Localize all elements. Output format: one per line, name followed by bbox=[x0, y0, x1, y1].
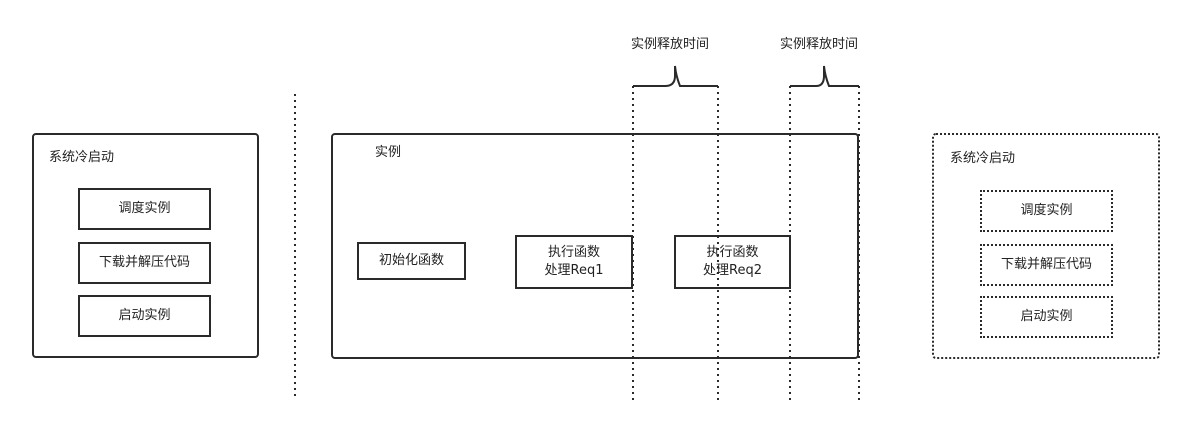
left-step-start: 启动实例 bbox=[78, 295, 211, 337]
release-1-brace bbox=[633, 65, 718, 87]
init-function-box: 初始化函数 bbox=[357, 242, 466, 280]
execute-req1-line2: 处理Req1 bbox=[544, 263, 604, 278]
right-cold-start-panel bbox=[932, 133, 1160, 359]
right-panel-title: 系统冷启动 bbox=[950, 151, 1016, 166]
right-step-start: 启动实例 bbox=[980, 296, 1113, 338]
left-panel-title: 系统冷启动 bbox=[49, 150, 115, 165]
left-cold-start-panel bbox=[32, 133, 259, 358]
right-step-schedule: 调度实例 bbox=[980, 190, 1113, 232]
release-label-1: 实例释放时间 bbox=[631, 37, 710, 52]
execute-req1-line1: 执行函数 bbox=[547, 245, 600, 260]
instance-panel-title: 实例 bbox=[375, 145, 402, 160]
execute-req2-line2: 处理Req2 bbox=[703, 263, 762, 278]
instance-panel bbox=[331, 133, 859, 359]
execute-req1-box: 执行函数 处理Req1 bbox=[515, 235, 633, 289]
release-label-2: 实例释放时间 bbox=[780, 37, 859, 52]
execute-req2-line1: 执行函数 bbox=[706, 245, 759, 260]
release-2-brace bbox=[790, 65, 859, 87]
execute-req2-box: 执行函数 处理Req2 bbox=[674, 235, 791, 289]
right-step-download: 下载并解压代码 bbox=[980, 244, 1113, 286]
left-step-schedule: 调度实例 bbox=[78, 188, 211, 230]
left-step-download: 下载并解压代码 bbox=[78, 242, 211, 284]
